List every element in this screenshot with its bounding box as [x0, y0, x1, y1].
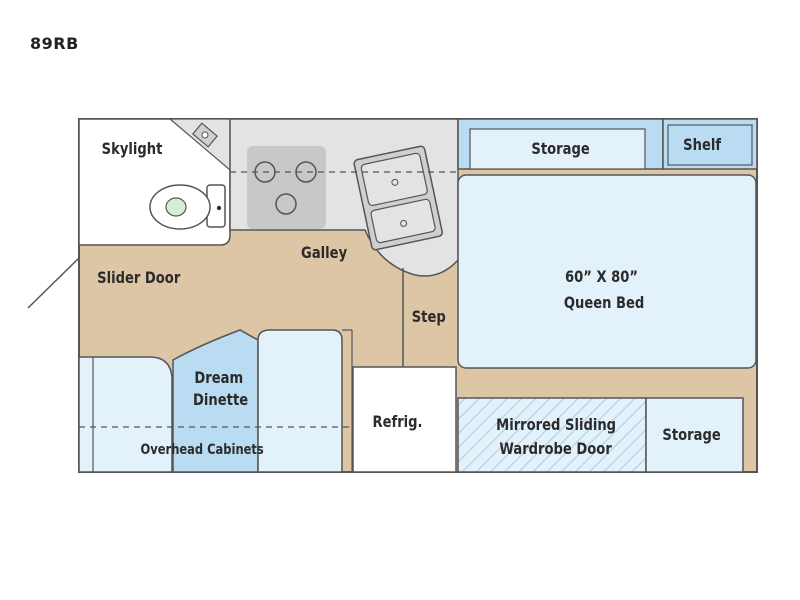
storage-bottom-label: Storage — [662, 425, 721, 444]
queen-bed — [457, 174, 757, 369]
dinette-right-seat — [257, 329, 343, 473]
storage-top-label: Storage — [531, 139, 590, 158]
bed-name-label: Queen Bed — [563, 293, 645, 312]
dinette-label-1: Dream — [194, 368, 244, 387]
dinette-left-seat — [78, 356, 173, 473]
refrig-label: Refrig. — [372, 412, 423, 431]
wardrobe-label-2: Wardrobe Door — [499, 439, 612, 458]
model-name: 89RB — [30, 34, 79, 53]
storage-bottom — [645, 397, 744, 473]
skylight-label: Skylight — [101, 139, 163, 158]
bed-size-label: 60” X 80” — [565, 267, 639, 286]
overhead-cabinets-label: Overhead Cabinets — [140, 442, 264, 458]
slider-door-line — [27, 257, 80, 309]
refrigerator — [352, 366, 457, 473]
wardrobe — [457, 397, 647, 473]
cooktop — [247, 146, 326, 229]
galley-label: Galley — [301, 243, 348, 262]
toilet-icon — [149, 184, 226, 230]
dinette-label-2: Dinette — [193, 390, 249, 409]
step-label: Step — [411, 307, 446, 326]
shelf-label: Shelf — [683, 135, 722, 154]
wardrobe-label-1: Mirrored Sliding — [496, 415, 617, 434]
slider-door-label: Slider Door — [97, 268, 181, 287]
